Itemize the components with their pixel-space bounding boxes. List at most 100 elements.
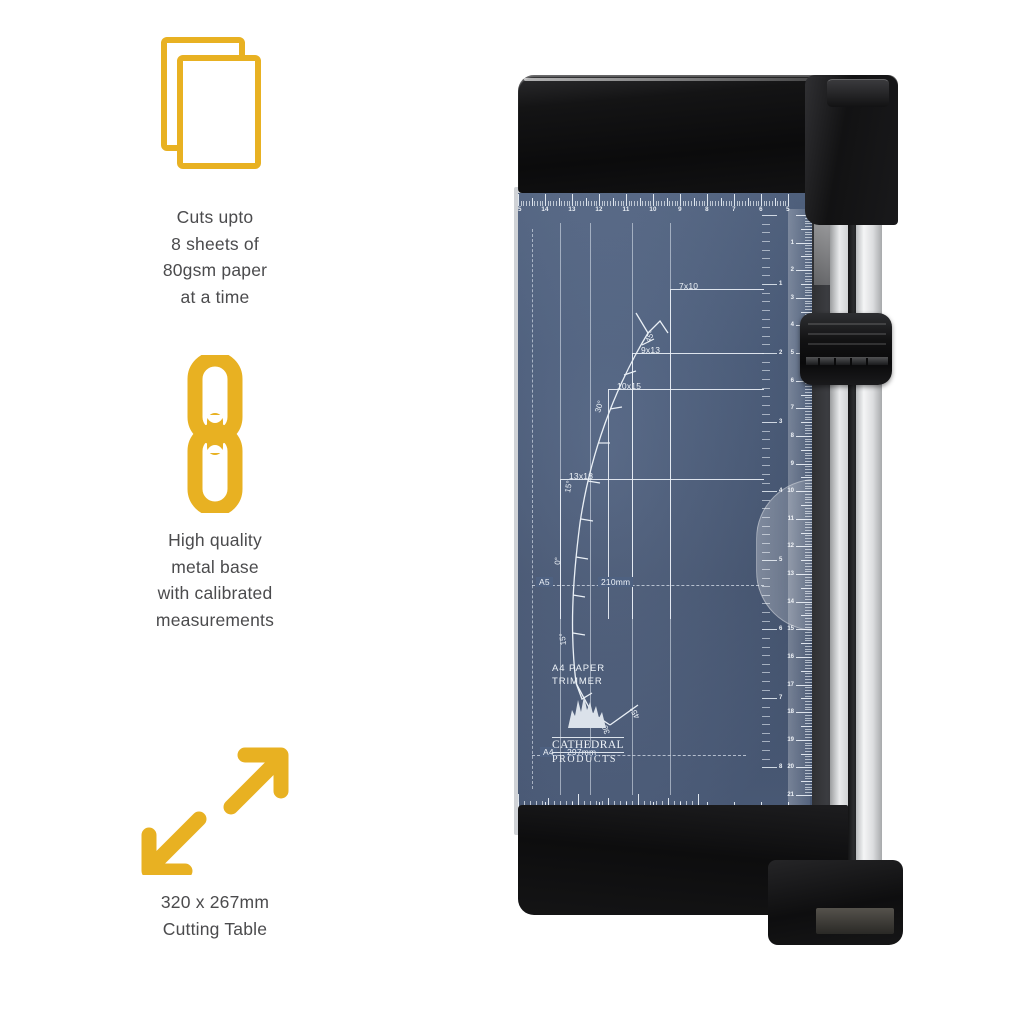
ruler-number-inch: 3 <box>779 419 783 426</box>
ruler-tick <box>685 201 687 206</box>
ruler-tick <box>805 295 812 297</box>
paper-mark-a4-label: A4 <box>540 747 557 757</box>
ruler-tick <box>536 201 538 206</box>
ruler-tick <box>762 335 770 337</box>
ruler-tick <box>658 201 660 206</box>
ruler-tick <box>762 361 770 363</box>
product-branding: A4 PAPER TRIMMER CATHEDRAL PRODUCTS <box>552 663 624 765</box>
ruler-tick <box>805 540 812 542</box>
ruler-tick <box>805 565 812 567</box>
ruler-tick <box>585 198 587 206</box>
ruler-tick <box>609 201 611 206</box>
ruler-tick <box>805 745 812 747</box>
ruler-tick <box>801 394 812 396</box>
ruler-tick <box>805 223 812 225</box>
feature-line: Cutting Table <box>162 918 268 939</box>
feature-line: 80gsm paper <box>162 260 268 281</box>
ruler-number-cm: 5 <box>790 350 794 357</box>
ruler-tick <box>762 223 770 225</box>
ruler-tick <box>584 801 585 806</box>
feature-cutting-table-size: 320 x 267mm Cutting Table <box>0 715 430 942</box>
blade-carriage-handle[interactable] <box>800 313 892 385</box>
ruler-tick <box>805 659 812 661</box>
ruler-tick <box>539 201 541 206</box>
ruler-tick <box>796 546 812 548</box>
ruler-tick <box>762 448 770 450</box>
ruler-tick <box>762 404 770 406</box>
photo-guide-label: 9x13 <box>641 345 661 355</box>
top-latch-nub[interactable] <box>827 79 889 107</box>
ruler-tick <box>785 201 787 206</box>
ruler-number: 14 <box>541 206 549 213</box>
ruler-tick <box>805 303 812 305</box>
ruler-tick <box>671 201 673 206</box>
ruler-tick <box>805 543 812 545</box>
ruler-tick <box>762 240 770 242</box>
ruler-tick <box>805 632 812 634</box>
ruler-tick <box>771 201 773 206</box>
cathedral-spires-icon <box>564 694 624 733</box>
ruler-tick <box>805 554 812 556</box>
feature-sheet-capacity-text: Cuts upto 8 sheets of 80gsm paper at a t… <box>163 204 267 310</box>
ruler-tick <box>752 201 754 206</box>
ruler-tick <box>805 756 812 758</box>
ruler-tick <box>682 201 684 206</box>
ruler-tick <box>805 248 812 250</box>
ruler-number-cm: 7 <box>790 405 794 412</box>
ruler-tick <box>805 551 812 553</box>
ruler-tick <box>574 201 576 206</box>
ruler-tick <box>805 306 812 308</box>
ruler-tick <box>796 435 812 437</box>
ruler-tick <box>805 662 812 664</box>
ruler-tick <box>801 311 812 313</box>
ruler-number-cm: 2 <box>790 267 794 274</box>
ruler-number: 8 <box>705 206 709 213</box>
ruler-tick <box>805 237 812 239</box>
ruler-tick <box>644 801 645 806</box>
ruler-tick <box>762 499 770 501</box>
ruler-tick <box>620 801 621 806</box>
ruler-tick <box>736 201 738 206</box>
ruler-tick <box>762 560 777 562</box>
a5-width-line <box>532 585 764 586</box>
ruler-tick <box>796 712 812 714</box>
ruler-tick <box>614 801 615 806</box>
ruler-tick <box>739 201 741 206</box>
ruler-tick <box>762 396 770 398</box>
ruler-tick <box>762 758 770 760</box>
ruler-tick <box>805 772 812 774</box>
ruler-tick <box>720 198 722 206</box>
ruler-tick <box>674 801 675 806</box>
ruler-tick <box>620 201 622 206</box>
ruler-tick <box>626 194 627 206</box>
ruler-number-inch: 7 <box>779 695 783 702</box>
ruler-tick <box>762 249 770 251</box>
ruler-tick <box>805 469 812 471</box>
ruler-tick <box>523 201 525 206</box>
ruler-tick <box>762 681 770 683</box>
ruler-tick <box>782 201 784 206</box>
features-column: Cuts upto 8 sheets of 80gsm paper at a t… <box>0 0 430 1024</box>
ruler-tick <box>805 783 812 785</box>
ruler-tick <box>805 411 812 413</box>
ruler-tick <box>632 801 633 806</box>
ruler-tick <box>805 679 812 680</box>
ruler-tick <box>801 422 812 424</box>
ruler-tick <box>801 560 812 562</box>
ruler-tick <box>805 239 812 241</box>
ruler-tick <box>805 737 812 738</box>
ruler-tick <box>762 327 770 329</box>
photo-guide-label: 10x15 <box>617 381 642 391</box>
ruler-tick <box>805 474 812 476</box>
ruler-number-cm: 1 <box>790 239 794 246</box>
ruler-tick <box>628 201 630 206</box>
ruler-tick <box>805 692 812 694</box>
ruler-tick <box>796 242 812 244</box>
ruler-tick <box>762 370 770 372</box>
ruler-tick <box>631 201 633 206</box>
ruler-tick <box>805 676 812 678</box>
ruler-tick <box>762 301 770 303</box>
ruler-tick <box>550 201 552 206</box>
ruler-tick <box>566 201 568 206</box>
feature-metal-base: High quality metal base with calibrated … <box>0 355 430 633</box>
